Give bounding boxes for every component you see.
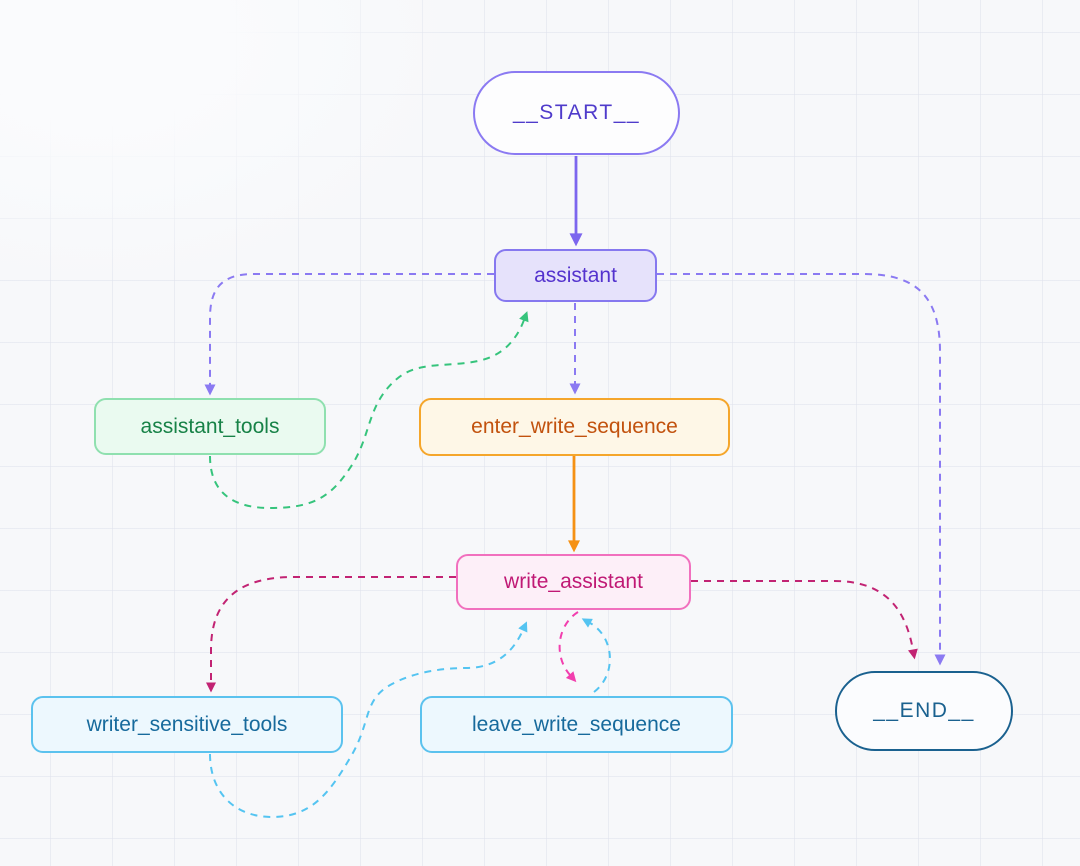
node-assistant-tools-label: assistant_tools: [140, 414, 280, 438]
node-end-label: __END__: [873, 699, 975, 722]
edge-write-assistant-to-writer-sensitive-tools: [206, 576, 456, 693]
edge-write-assistant-to-end: [691, 580, 918, 660]
edge-assistant-to-assistant-tools: [204, 273, 494, 396]
node-assistant-tools[interactable]: assistant_tools: [94, 398, 326, 455]
node-writer-sensitive-tools[interactable]: writer_sensitive_tools: [31, 696, 343, 753]
node-enter-write-sequence-label: enter_write_sequence: [471, 415, 678, 438]
node-assistant[interactable]: assistant: [494, 249, 657, 302]
node-write-assistant-label: write_assistant: [504, 570, 643, 593]
edge-assistant-to-end: [657, 273, 946, 666]
node-write-assistant[interactable]: write_assistant: [456, 554, 691, 610]
node-leave-write-sequence[interactable]: leave_write_sequence: [420, 696, 733, 753]
edge-leave-write-sequence-to-write-assistant: [581, 618, 611, 693]
node-start[interactable]: __START__: [473, 71, 680, 155]
node-end[interactable]: __END__: [835, 671, 1013, 751]
node-start-label: __START__: [512, 101, 641, 124]
node-enter-write-sequence[interactable]: enter_write_sequence: [419, 398, 730, 456]
edge-writer-sensitive-tools-to-write-assistant: [209, 621, 528, 819]
node-assistant-label: assistant: [534, 263, 617, 287]
edge-assistant-tools-to-assistant: [209, 311, 529, 510]
node-leave-write-sequence-label: leave_write_sequence: [472, 712, 681, 736]
node-writer-sensitive-tools-label: writer_sensitive_tools: [86, 712, 288, 736]
edge-write-assistant-to-leave-write-sequence: [558, 611, 579, 683]
